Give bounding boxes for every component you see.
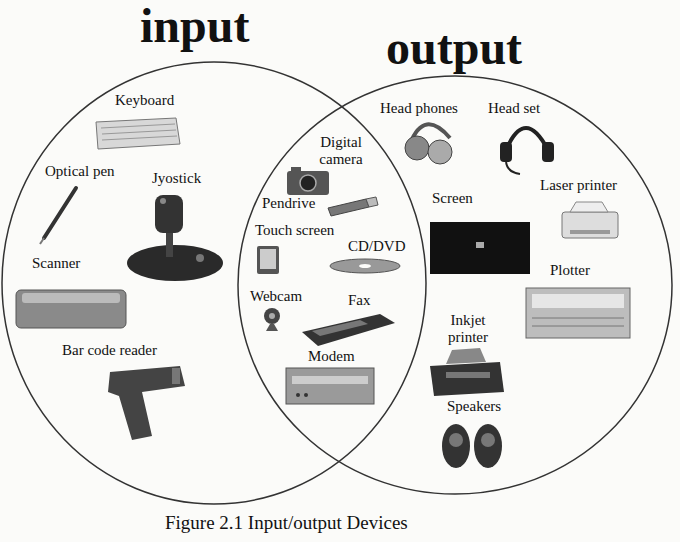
head-set-icon [500, 128, 554, 174]
device-label: Inkjet printer [438, 312, 498, 347]
cd-dvd-icon [330, 259, 400, 273]
figure-caption: Figure 2.1 Input/output Devices [165, 512, 408, 534]
device-label: CD/DVD [348, 238, 406, 255]
circle-line [238, 76, 672, 494]
device-label: Keyboard [115, 92, 174, 109]
bar-code-reader-icon [108, 366, 185, 440]
device-label: Webcam [250, 288, 302, 305]
circle-heading: output [386, 24, 522, 72]
head-phones-icon [405, 124, 452, 164]
circle-line [2, 62, 426, 504]
joystick-icon [127, 195, 223, 281]
touch-screen-icon [257, 246, 279, 274]
device-label: Screen [432, 190, 473, 207]
device-label: Fax [348, 292, 371, 309]
device-label: Digital camera [312, 134, 370, 169]
circle-outline [1, 61, 427, 505]
device-label: Speakers [447, 398, 501, 415]
webcam-icon [264, 308, 280, 331]
inkjet-printer-icon [430, 348, 504, 396]
optical-pen-icon [40, 188, 76, 244]
laser-printer-icon [562, 202, 618, 238]
venn-circle: input [1, 61, 427, 505]
device-label: Laser printer [540, 177, 617, 194]
device-label: Bar code reader [62, 342, 157, 359]
pendrive-icon [328, 197, 378, 216]
device-label: Modem [308, 348, 355, 365]
device-label: Touch screen [255, 222, 334, 239]
circle-heading: input [140, 2, 249, 50]
fax-icon [302, 314, 395, 346]
screen-icon [430, 222, 530, 274]
venn-circle: output [237, 75, 673, 495]
plotter-icon [526, 288, 630, 338]
device-label: Scanner [32, 255, 80, 272]
circle-outline [237, 75, 673, 495]
device-label: Jyostick [152, 170, 201, 187]
device-label: Pendrive [262, 195, 315, 212]
device-label: Head set [488, 100, 540, 117]
modem-icon [286, 368, 374, 404]
keyboard-icon [96, 118, 180, 149]
device-label: Optical pen [45, 163, 115, 180]
digital-camera-icon [287, 167, 329, 195]
device-label: Head phones [380, 100, 458, 117]
device-label: Plotter [550, 262, 590, 279]
scanner-icon [16, 290, 126, 328]
speakers-icon [442, 424, 502, 468]
